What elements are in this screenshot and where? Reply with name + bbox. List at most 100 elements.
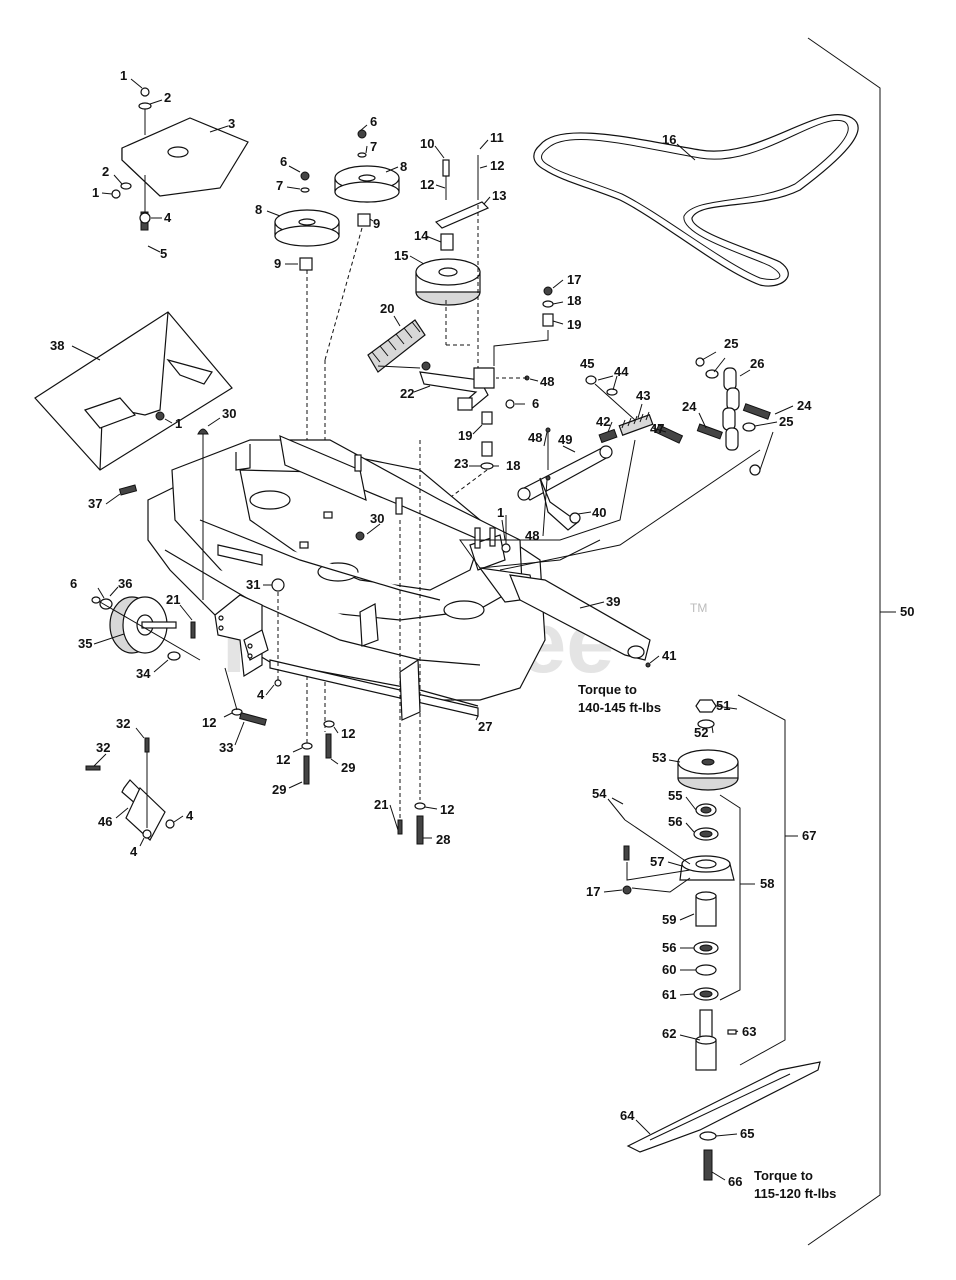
callout-27: 27 (478, 719, 492, 734)
callout-64: 64 (620, 1108, 635, 1123)
callout-10: 10 (420, 136, 434, 151)
torque-note-1-line2: 140-145 ft-lbs (578, 700, 661, 715)
callout-12: 12 (341, 726, 355, 741)
callout-labels: 1 2 3 2 1 4 5 6 7 8 6 7 8 9 9 10 11 12 1… (50, 68, 914, 1201)
spindle-assembly (677, 699, 739, 1071)
callout-12: 12 (202, 715, 216, 730)
callout-32: 32 (96, 740, 110, 755)
callout-28: 28 (436, 832, 450, 847)
spindle-bracket-67 (737, 694, 786, 1066)
watermark-trademark: TM (690, 601, 707, 615)
callout-45: 45 (580, 356, 594, 371)
callout-7: 7 (276, 178, 283, 193)
callout-6: 6 (70, 576, 77, 591)
callout-31: 31 (246, 577, 260, 592)
torque-note-2-line2: 115-120 ft-lbs (754, 1186, 836, 1201)
callout-61: 61 (662, 987, 676, 1002)
callout-52: 52 (694, 725, 708, 740)
callout-50: 50 (900, 604, 914, 619)
callout-8: 8 (255, 202, 262, 217)
callout-21: 21 (374, 797, 388, 812)
callout-49: 49 (558, 432, 572, 447)
drive-belt (533, 114, 859, 287)
callout-65: 65 (740, 1126, 754, 1141)
callout-9: 9 (373, 216, 380, 231)
callout-16: 16 (662, 132, 676, 147)
callout-18: 18 (506, 458, 520, 473)
callout-33: 33 (219, 740, 233, 755)
callout-47: 47 (650, 421, 664, 436)
callout-12: 12 (440, 802, 454, 817)
callout-6: 6 (370, 114, 377, 129)
callout-3: 3 (228, 116, 235, 131)
callout-37: 37 (88, 496, 102, 511)
callout-56: 56 (662, 940, 676, 955)
callout-60: 60 (662, 962, 676, 977)
callout-46: 46 (98, 814, 112, 829)
callout-32: 32 (116, 716, 130, 731)
callout-6: 6 (280, 154, 287, 169)
callout-19: 19 (567, 317, 581, 332)
lift-arm (509, 574, 651, 661)
callout-15: 15 (394, 248, 408, 263)
callout-5: 5 (160, 246, 167, 261)
callout-24: 24 (682, 399, 697, 414)
pivot-tube (518, 447, 611, 501)
callout-43: 43 (636, 388, 650, 403)
callout-4: 4 (130, 844, 138, 859)
callout-42: 42 (596, 414, 610, 429)
callout-48: 48 (528, 430, 542, 445)
callout-12: 12 (276, 752, 290, 767)
callout-34: 34 (136, 666, 151, 681)
callout-4: 4 (186, 808, 194, 823)
callout-44: 44 (614, 364, 629, 379)
callout-19: 19 (458, 428, 472, 443)
callout-17: 17 (586, 884, 600, 899)
callout-2: 2 (102, 164, 109, 179)
callout-13: 13 (492, 188, 506, 203)
discharge-deflector (34, 311, 233, 471)
callout-29: 29 (272, 782, 286, 797)
callout-23: 23 (454, 456, 468, 471)
callout-24: 24 (797, 398, 812, 413)
idler-pulley-15 (415, 258, 481, 306)
callout-29: 29 (341, 760, 355, 775)
callout-63: 63 (742, 1024, 756, 1039)
callout-40: 40 (592, 505, 606, 520)
callout-35: 35 (78, 636, 92, 651)
torque-note-1-line1: Torque to (578, 682, 637, 697)
callout-17: 17 (567, 272, 581, 287)
callout-1: 1 (497, 505, 504, 520)
callout-56: 56 (668, 814, 682, 829)
callout-67: 67 (802, 828, 816, 843)
callout-20: 20 (380, 301, 394, 316)
anti-scalp-wheel (109, 596, 177, 654)
callout-1: 1 (92, 185, 99, 200)
callout-25: 25 (724, 336, 738, 351)
mower-blade (626, 1061, 821, 1153)
callout-9: 9 (274, 256, 281, 271)
belt-cover-plate (121, 117, 249, 197)
callout-51: 51 (716, 698, 730, 713)
callout-21: 21 (166, 592, 180, 607)
callout-7: 7 (370, 139, 377, 154)
bearing-bracket-58 (719, 794, 741, 1001)
callout-36: 36 (118, 576, 132, 591)
callout-48: 48 (540, 374, 554, 389)
callout-30: 30 (370, 511, 384, 526)
callout-2: 2 (164, 90, 171, 105)
torque-note-2-line1: Torque to (754, 1168, 813, 1183)
callout-66: 66 (728, 1174, 742, 1189)
callout-41: 41 (662, 648, 676, 663)
callout-8: 8 (400, 159, 407, 174)
callout-18: 18 (567, 293, 581, 308)
callout-62: 62 (662, 1026, 676, 1041)
callout-58: 58 (760, 876, 774, 891)
callout-57: 57 (650, 854, 664, 869)
callout-26: 26 (750, 356, 764, 371)
callout-54: 54 (592, 786, 607, 801)
callout-39: 39 (606, 594, 620, 609)
callout-6: 6 (532, 396, 539, 411)
callout-1: 1 (120, 68, 127, 83)
